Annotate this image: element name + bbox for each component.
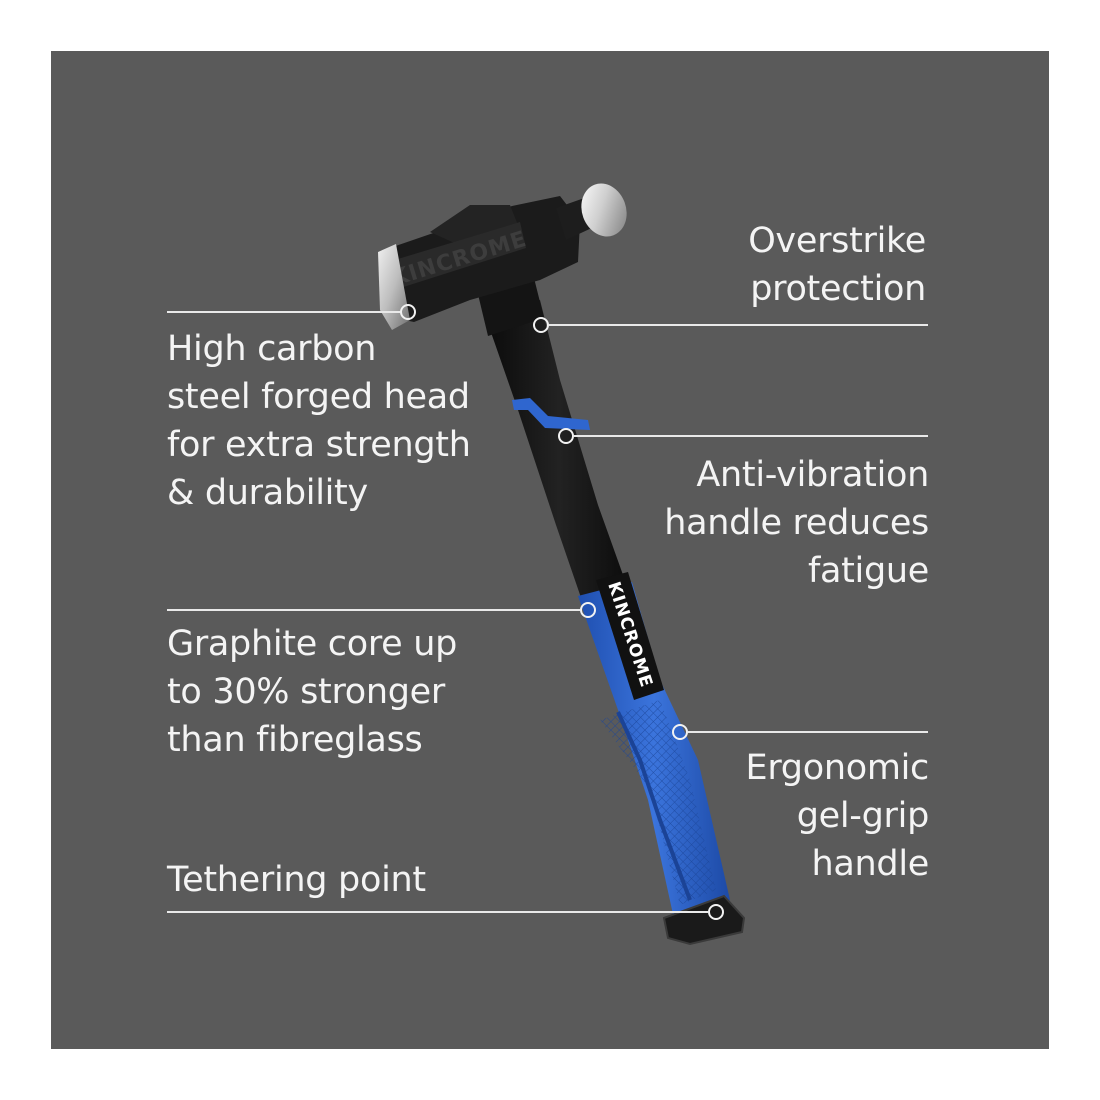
marker-dot-head xyxy=(400,304,416,320)
leader-line-head xyxy=(167,311,402,313)
leader-line-ergonomic xyxy=(688,731,928,733)
leader-line-tethering xyxy=(167,911,708,913)
callout-overstrike-text: Overstrike protection xyxy=(748,221,926,309)
leader-line-antivibration xyxy=(574,435,928,437)
callout-head-text: High carbon steel forged head for extra … xyxy=(167,329,471,513)
marker-dot-graphite xyxy=(580,602,596,618)
callout-tethering-text: Tethering point xyxy=(167,860,426,900)
ball-pein xyxy=(581,183,627,237)
marker-dot-overstrike xyxy=(533,317,549,333)
handle-end-cap xyxy=(662,894,746,946)
handle-blue-accent xyxy=(512,398,590,430)
handle-label-plate xyxy=(596,572,664,700)
callout-antivibration-text: Anti-vibration handle reduces fatigue xyxy=(664,455,929,591)
handle-black-section xyxy=(486,300,632,618)
leader-line-overstrike xyxy=(549,324,928,326)
marker-dot-antivibration xyxy=(558,428,574,444)
marker-dot-ergonomic xyxy=(672,724,688,740)
callout-ergonomic-text: Ergonomic gel-grip handle xyxy=(745,748,930,884)
marker-dot-tethering xyxy=(708,904,724,920)
callout-graphite-text: Graphite core up to 30% stronger than fi… xyxy=(167,624,457,760)
leader-line-graphite xyxy=(167,609,580,611)
